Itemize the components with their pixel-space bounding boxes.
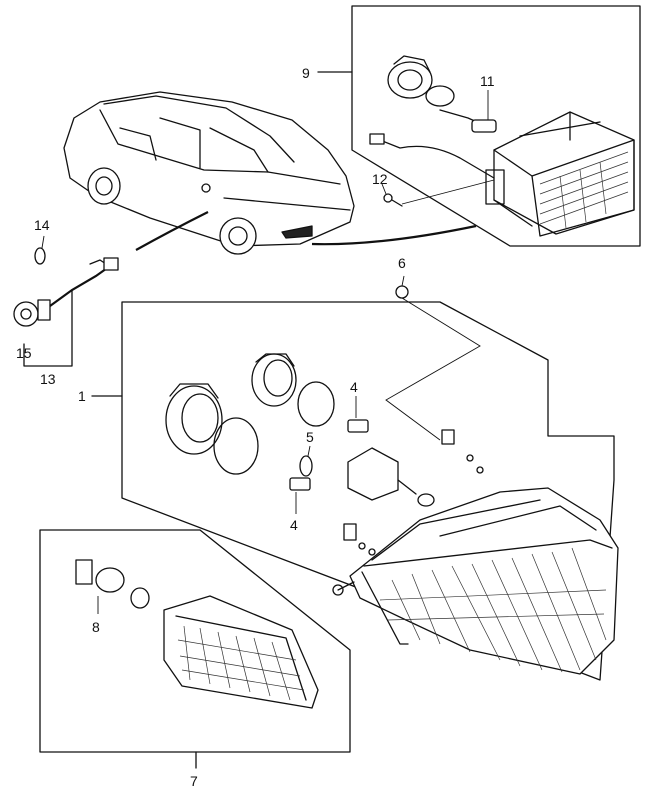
adjuster-clip-lower (343, 523, 376, 556)
callout-12: 12 (372, 171, 388, 187)
callout-8: 8 (92, 619, 100, 635)
callout-15: 15 (16, 345, 32, 361)
fog-lamp-wire (379, 139, 495, 179)
fog-lamp-group (317, 5, 641, 247)
callout-4-lower: 4 (290, 517, 298, 533)
fog-lamp-frame (351, 5, 641, 247)
side-marker-parts (13, 235, 119, 367)
adjuster-clip-upper (441, 429, 484, 474)
wire-harness (49, 265, 111, 307)
headlamp-bulb (347, 447, 435, 507)
callout-5: 5 (306, 429, 314, 445)
headlamp-rear-cover-large (165, 383, 223, 455)
bulb-8 (75, 559, 125, 614)
vehicle-illustration (63, 91, 355, 255)
callout-9: 9 (302, 65, 310, 81)
callout-11: 11 (480, 73, 495, 89)
screw-12 (381, 183, 403, 207)
callout-13: 13 (40, 371, 56, 387)
fog-lamp-unit (485, 111, 635, 237)
bulb-5 (299, 445, 313, 477)
socket-15 (13, 299, 51, 327)
headlamp-assembly (332, 487, 619, 675)
callout-7: 7 (190, 773, 198, 789)
fog-lamp-pointer (311, 224, 477, 246)
fog-lamp-socket (387, 55, 455, 107)
callout-6: 6 (398, 255, 406, 271)
callout-4-upper: 4 (350, 379, 358, 395)
turn-signal-lens (163, 595, 319, 709)
callout-14: 14 (34, 217, 50, 233)
fog-lamp-bulb (439, 90, 497, 133)
turn-signal-frame (39, 529, 351, 753)
bulb-4-upper (347, 396, 369, 433)
harness-pointer (135, 211, 209, 251)
bulb-14 (34, 247, 46, 265)
gasket-8 (130, 587, 150, 609)
bracket-13 (23, 289, 73, 367)
o-ring-small (297, 381, 335, 427)
headlamp-frame (121, 301, 615, 681)
o-ring-large (213, 417, 259, 475)
bulb-4-lower (289, 477, 311, 514)
headlamp-rear-cover-small (251, 353, 297, 407)
screw-6 (385, 275, 481, 441)
callout-1: 1 (78, 388, 86, 404)
